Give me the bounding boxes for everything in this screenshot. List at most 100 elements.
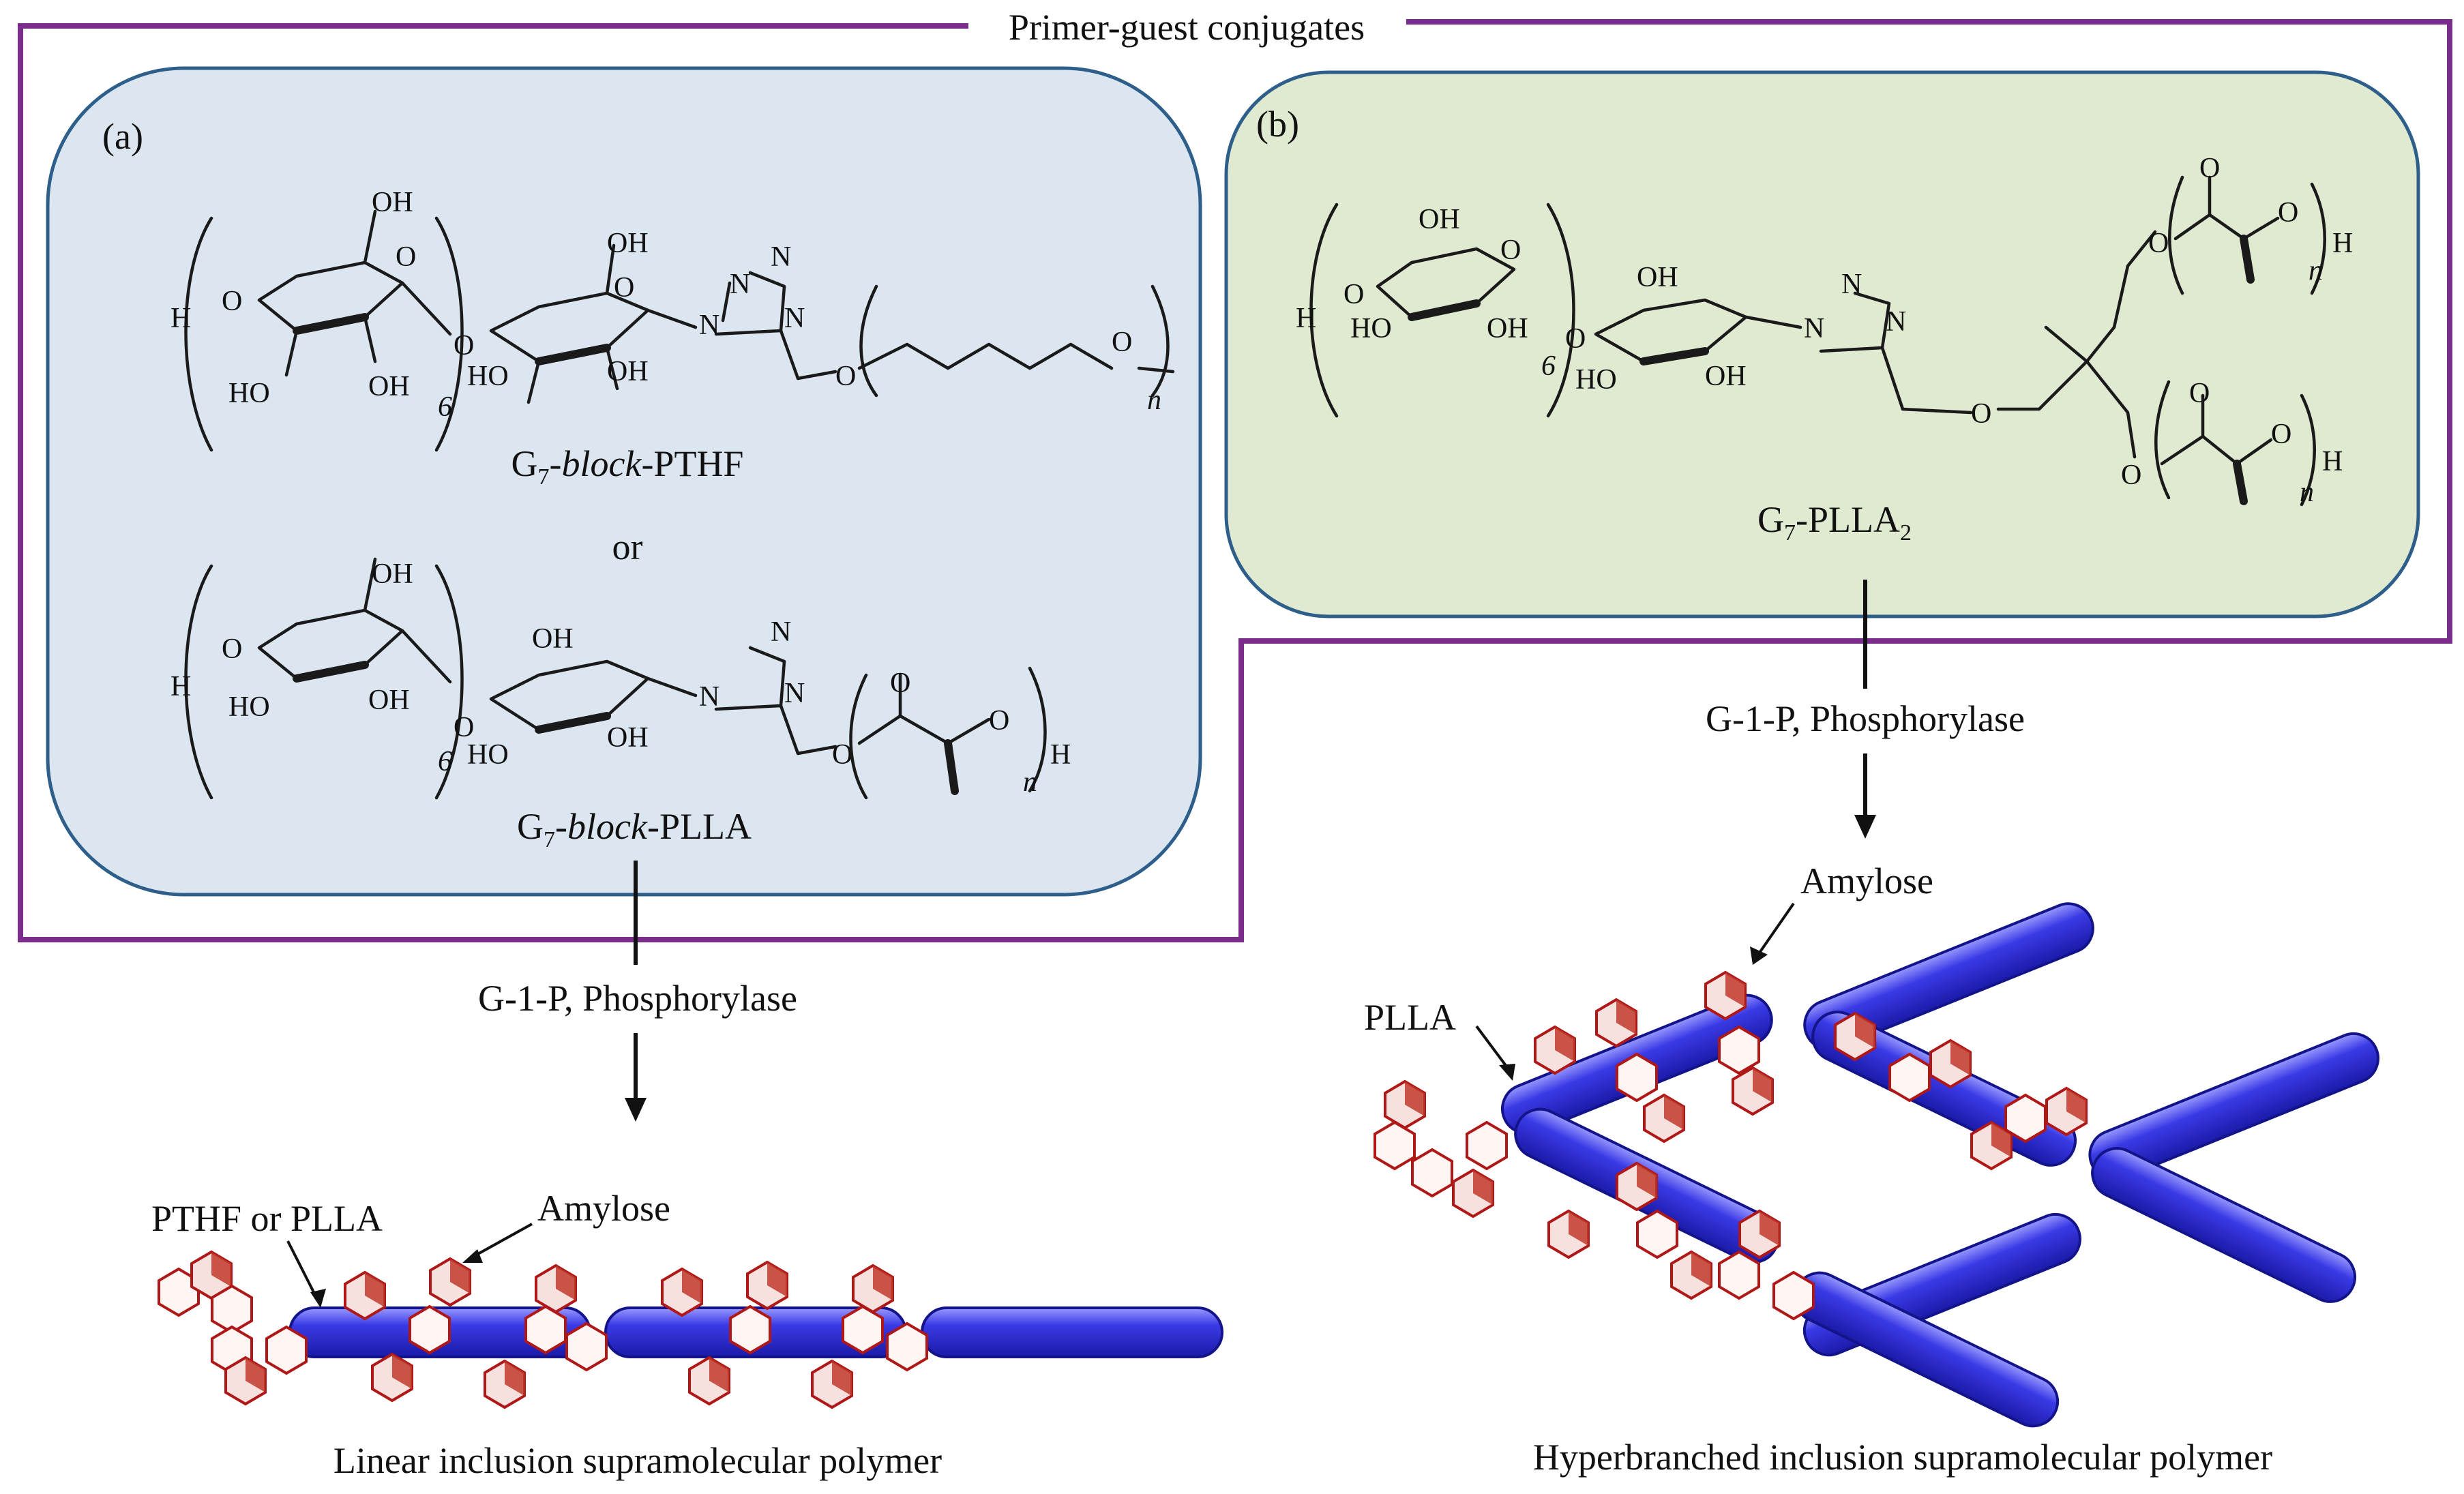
hyper-guest-label: PLLA bbox=[1364, 997, 1456, 1038]
svg-text:OH: OH bbox=[1637, 262, 1678, 293]
or-text: or bbox=[612, 526, 643, 567]
svg-text:O: O bbox=[2189, 378, 2210, 409]
svg-text:n: n bbox=[1023, 766, 1037, 798]
svg-text:H: H bbox=[170, 303, 191, 334]
svg-text:N: N bbox=[730, 269, 750, 300]
svg-text:n: n bbox=[2300, 477, 2314, 508]
svg-text:H: H bbox=[1050, 739, 1071, 771]
svg-text:H: H bbox=[2332, 228, 2353, 259]
svg-text:H: H bbox=[170, 671, 191, 702]
svg-text:HO: HO bbox=[228, 378, 270, 409]
linear-guest-label: PTHF or PLLA bbox=[151, 1198, 383, 1239]
svg-text:O: O bbox=[1565, 323, 1586, 355]
hyper-guest-arrowhead bbox=[1499, 1064, 1515, 1081]
linear-guest-pointer bbox=[286, 1240, 318, 1300]
linear-polymer bbox=[158, 1251, 1223, 1409]
svg-text:n: n bbox=[2309, 255, 2323, 286]
hyperbranched-polymer bbox=[1374, 902, 2379, 1428]
structure-g7-block-plla: OH O H HO OH 6 O OH HO OH N N N O O O n … bbox=[170, 557, 1071, 800]
svg-text:H: H bbox=[1296, 303, 1316, 334]
left-reagent-label: G-1-P, Phosphorylase bbox=[478, 978, 797, 1019]
right-arrowhead bbox=[1854, 815, 1876, 839]
linear-caption: Linear inclusion supramolecular polymer bbox=[333, 1440, 942, 1481]
linear-host-pointer bbox=[470, 1223, 533, 1259]
svg-text:OH: OH bbox=[607, 228, 649, 259]
svg-text:O: O bbox=[1112, 327, 1132, 358]
svg-text:HO: HO bbox=[1350, 313, 1392, 344]
svg-text:OH: OH bbox=[368, 685, 410, 716]
svg-text:OH: OH bbox=[372, 187, 413, 218]
structure-g7-plla2: OH O H O HO OH 6 O OH HO OH N N N O O O … bbox=[1296, 153, 2353, 508]
panel-a-tag: (a) bbox=[102, 116, 143, 157]
hyper-host-arrowhead bbox=[1750, 946, 1768, 965]
amylose-rod bbox=[921, 1306, 1223, 1358]
svg-text:O: O bbox=[1500, 235, 1521, 266]
hyper-guest-chain bbox=[1374, 1080, 1508, 1218]
panel-b-tag: (b) bbox=[1256, 104, 1299, 145]
svg-text:HO: HO bbox=[1575, 364, 1617, 395]
svg-text:n: n bbox=[1147, 385, 1161, 416]
hyper-host-pointer bbox=[1757, 902, 1795, 956]
svg-text:OH: OH bbox=[1487, 313, 1528, 344]
svg-text:H: H bbox=[2322, 446, 2343, 477]
svg-text:O: O bbox=[222, 633, 242, 665]
svg-text:O: O bbox=[989, 705, 1009, 736]
left-arrowhead bbox=[625, 1098, 647, 1122]
svg-text:6: 6 bbox=[438, 746, 452, 777]
svg-text:OH: OH bbox=[1419, 204, 1460, 235]
svg-text:O: O bbox=[2271, 419, 2291, 450]
svg-text:N: N bbox=[699, 681, 719, 713]
svg-text:HO: HO bbox=[467, 739, 509, 771]
svg-text:OH: OH bbox=[607, 722, 649, 753]
svg-text:O: O bbox=[2278, 197, 2298, 228]
svg-text:OH: OH bbox=[532, 623, 574, 655]
svg-text:O: O bbox=[222, 286, 242, 317]
svg-text:6: 6 bbox=[438, 391, 452, 423]
linear-guest-arrowhead bbox=[310, 1289, 326, 1308]
svg-text:OH: OH bbox=[607, 356, 649, 387]
panel-a-box bbox=[46, 66, 1202, 897]
svg-text:O: O bbox=[1344, 279, 1364, 310]
svg-text:O: O bbox=[614, 272, 634, 303]
svg-text:O: O bbox=[2148, 228, 2169, 259]
svg-text:6: 6 bbox=[1541, 350, 1556, 382]
svg-text:N: N bbox=[784, 678, 805, 709]
frame-title: Primer-guest conjugates bbox=[1009, 7, 1365, 48]
hyper-guest-pointer bbox=[1475, 1025, 1510, 1071]
label-g7-block-plla: G7-block-PLLA bbox=[517, 806, 752, 852]
svg-text:N: N bbox=[771, 616, 791, 648]
amylose-rod bbox=[1803, 902, 2094, 1051]
svg-text:N: N bbox=[784, 303, 805, 334]
panel-b-box bbox=[1224, 70, 2420, 618]
structure-g7-block-pthf: OH O O H HO OH 6 O OH O HO OH N N N N O … bbox=[170, 187, 1175, 452]
svg-text:N: N bbox=[771, 241, 791, 273]
svg-text:O: O bbox=[454, 712, 474, 743]
svg-text:O: O bbox=[454, 330, 474, 361]
amylose-rod bbox=[2091, 1147, 2356, 1303]
svg-text:O: O bbox=[2199, 153, 2220, 184]
hyper-host-label: Amylose bbox=[1800, 861, 1933, 901]
svg-text:O: O bbox=[890, 668, 910, 699]
svg-text:O: O bbox=[2121, 460, 2141, 491]
svg-text:N: N bbox=[1804, 313, 1824, 344]
svg-text:O: O bbox=[832, 739, 852, 771]
svg-text:HO: HO bbox=[228, 691, 270, 723]
svg-text:OH: OH bbox=[368, 371, 410, 402]
svg-text:N: N bbox=[1841, 269, 1862, 300]
label-g7-block-pthf: G7-block-PTHF bbox=[511, 443, 744, 490]
linear-host-label: Amylose bbox=[537, 1188, 670, 1229]
label-g7-plla2: G7-PLLA2 bbox=[1757, 499, 1912, 546]
svg-text:O: O bbox=[1971, 398, 1991, 430]
amylose-rod bbox=[2088, 1032, 2379, 1181]
svg-text:OH: OH bbox=[372, 558, 413, 590]
svg-text:HO: HO bbox=[467, 361, 509, 392]
svg-text:O: O bbox=[396, 241, 416, 273]
svg-text:N: N bbox=[699, 310, 719, 341]
svg-text:N: N bbox=[1886, 306, 1906, 338]
hyper-caption: Hyperbranched inclusion supramolecular p… bbox=[1533, 1437, 2272, 1478]
svg-text:O: O bbox=[835, 361, 856, 392]
linear-host-arrowhead bbox=[462, 1249, 483, 1263]
guest-chain bbox=[158, 1251, 308, 1405]
primer-guest-frame bbox=[18, 19, 2452, 942]
